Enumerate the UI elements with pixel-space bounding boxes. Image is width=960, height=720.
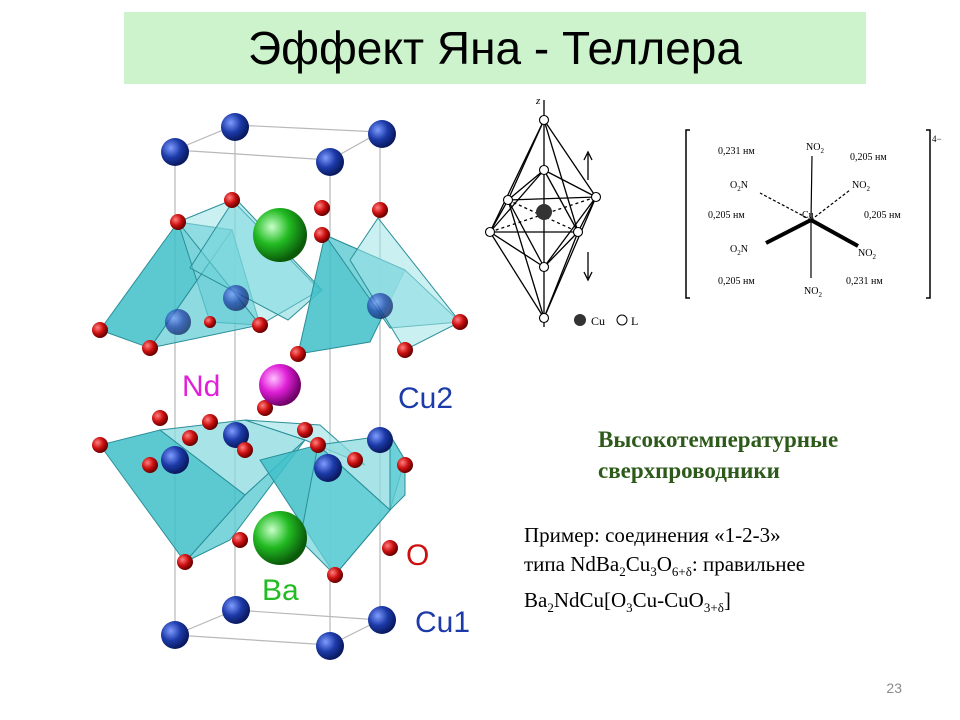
svg-text:NO2: NO2	[852, 180, 870, 193]
superconductors-heading: Высокотемпературные сверхпроводники	[598, 427, 839, 483]
svg-text:O2N: O2N	[730, 180, 748, 193]
label-cu1: Cu1	[415, 606, 470, 639]
distance-top-right: 0,205 нм	[850, 152, 887, 163]
complex-charge: 4−	[932, 134, 942, 144]
distance-bottom-right: 0,231 нм	[846, 276, 883, 287]
upper-pyramids	[99, 197, 462, 355]
oxygen-atoms	[92, 192, 468, 583]
label-o: O	[406, 539, 429, 572]
example-text: Пример: соединения «1-2-3» типа NdBa2Cu3…	[524, 521, 805, 622]
nd-atom	[259, 364, 301, 406]
distance-mid-left: 0,205 нм	[708, 210, 745, 221]
complex-center: Cu	[802, 210, 814, 221]
legend-cu: Cu	[591, 314, 605, 328]
svg-text:NO2: NO2	[858, 248, 876, 261]
lower-pyramids	[99, 419, 406, 576]
label-nd: Nd	[182, 370, 220, 403]
jahn-teller-octahedron-diagram: z Cu L	[484, 95, 638, 328]
axis-z-label: z	[535, 95, 541, 107]
ba-atom-top	[253, 208, 307, 262]
ba-atom-bottom	[253, 511, 307, 565]
cu-center-atom	[536, 204, 552, 220]
example-line-1: Пример: соединения «1-2-3»	[524, 523, 781, 547]
cu-atoms	[161, 113, 396, 660]
example-line-3: Ba2NdCu[O3Cu-CuO3+δ]	[524, 588, 731, 616]
svg-text:NO2: NO2	[804, 286, 822, 299]
page-number: 23	[886, 680, 902, 696]
distance-mid-right: 0,205 нм	[864, 210, 901, 221]
distance-top-left: 0,231 нм	[718, 146, 755, 157]
cu-no2-complex-diagram: 4− Cu NO2 NO2 NO2 NO2 O2N O2N 0,231 нм 0…	[685, 129, 942, 299]
svg-text:NO2: NO2	[806, 142, 824, 155]
label-cu2: Cu2	[398, 382, 453, 415]
example-line-2: типа NdBa2Cu3O6+δ: правильнее	[524, 552, 806, 580]
distance-bottom-left: 0,205 нм	[718, 276, 755, 287]
title-banner: Эффект Яна - Теллера	[124, 12, 866, 84]
crystal-structure-diagram: Nd Cu2 O Ba Cu1	[92, 113, 470, 660]
legend-l: L	[631, 314, 638, 328]
label-ba: Ba	[262, 574, 299, 607]
svg-text:O2N: O2N	[730, 244, 748, 257]
slide-title: Эффект Яна - Теллера	[248, 22, 742, 74]
